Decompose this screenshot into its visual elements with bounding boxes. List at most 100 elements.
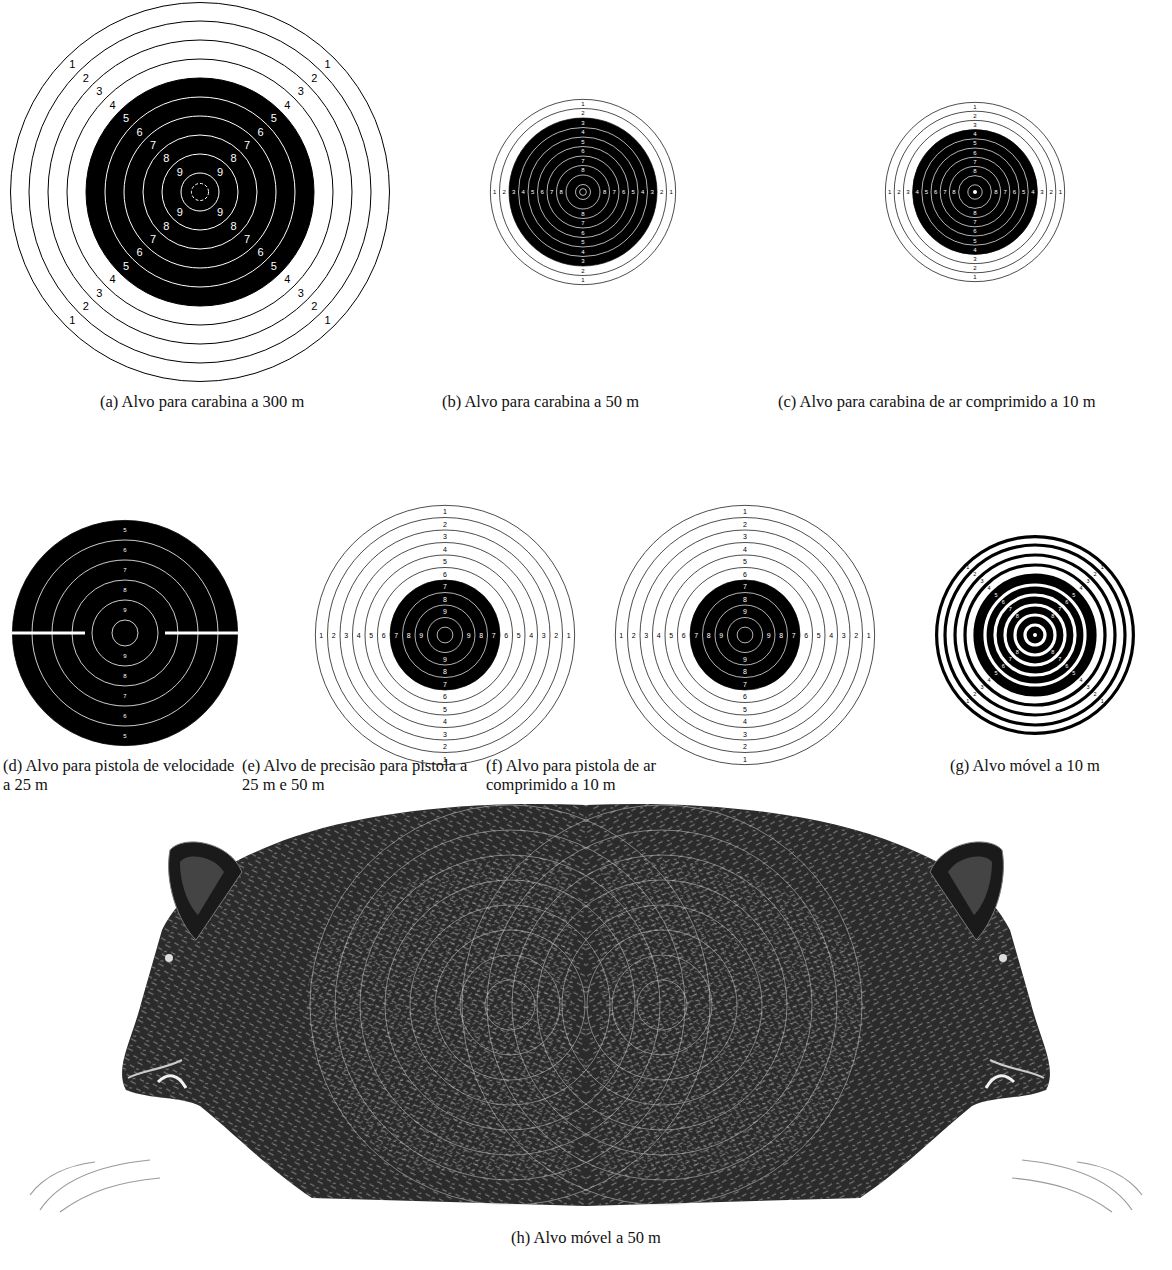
ring-number: 2 [83,72,89,83]
ring-number: 4 [110,274,116,285]
ring-number: 9 [177,166,183,177]
scoring-ring [653,543,838,728]
ring-number: 4 [973,247,976,253]
white-bar [165,632,238,635]
ring-number: 7 [123,693,126,699]
target: 12345678123456781234567812345678(b) Alvo… [490,99,676,285]
ring-number: 2 [332,632,336,639]
ring-number: 5 [973,140,976,146]
scoring-ring [959,176,992,209]
scoring-ring [538,147,629,238]
ring-number: 6 [743,693,747,700]
target: 123456789123456789123456789123456789(e) … [315,505,575,765]
ring-number: 7 [581,158,584,164]
ring-number: 6 [581,230,584,236]
scoring-rings [310,805,862,1205]
ring-number: 7 [550,189,553,195]
outer-ring [12,520,237,745]
ring-number: 2 [1050,189,1053,195]
scoring-ring [428,618,463,653]
ring-number: 9 [123,607,126,613]
ring-number: 3 [96,287,102,298]
target-rings [315,505,575,765]
scoring-ring [48,40,352,344]
scoring-ring [715,605,775,665]
scoring-ring [328,518,563,753]
scoring-ring [365,555,525,715]
target-rings [12,520,238,746]
ring-number: 2 [897,189,900,195]
ring-number: 3 [344,632,348,639]
scoring-ring [940,157,1010,227]
scoring-ring [410,905,610,1105]
ring-number: 9 [217,207,223,218]
black-aiming-area [12,520,237,745]
ring-number: 7 [613,189,616,195]
scoring-ring [913,130,1038,255]
scoring-ring [985,585,1085,685]
ring-number: 2 [311,301,317,312]
ring-number: 1 [973,274,976,280]
ring-number: 2 [743,520,747,527]
scoring-ring [566,175,600,209]
ring-number: 2 [743,743,747,750]
scoring-ring [665,555,825,715]
ring-number: 3 [651,189,654,195]
target: 123456789123456789123456789123456789(a) … [10,2,390,382]
ring-number: 8 [952,189,955,195]
ring-number: 8 [743,595,747,602]
ring-number: 3 [1087,579,1090,585]
ring-number: 2 [581,110,584,116]
caption: (c) Alvo para carabina de ar comprimido … [778,392,1168,411]
ring-number: 4 [743,718,747,725]
ring-number: 3 [443,730,447,737]
ring-number: 5 [669,632,673,639]
ring-number: 4 [743,545,747,552]
ring-number: 7 [443,583,447,590]
ring-number: 4 [988,678,991,684]
scoring-ring [903,120,1046,263]
ring-number: 3 [743,730,747,737]
ring-number: 5 [925,189,928,195]
ring-number: 3 [980,579,983,585]
scoring-ring [931,148,1019,236]
scoring-ring [181,173,219,211]
black-aiming-area [975,575,1095,695]
ring-number: 7 [492,632,496,639]
ring-number: 8 [231,220,237,231]
ring-number: 6 [1065,600,1068,606]
ring-number: 6 [682,632,686,639]
scoring-ring [500,109,667,276]
ring-number: 1 [581,101,584,107]
ring-number: 5 [973,238,976,244]
scoring-ring [922,139,1028,245]
ring-number: 1 [325,314,331,325]
scoring-ring [105,97,295,287]
ring-number: 1 [743,508,747,515]
ring-number: 4 [522,189,525,195]
ring-number: 3 [581,258,584,264]
black-aiming-area [913,130,1038,255]
ring-number: 4 [357,632,361,639]
ring-number: 5 [581,139,584,145]
boar-half-mirrored [122,804,586,1206]
ring-number: 9 [719,632,723,639]
ring-number: 1 [966,565,969,571]
scoring-ring [949,166,1000,217]
ring-number: 7 [150,139,156,150]
inner-ten [580,189,587,196]
scoring-ring [678,568,813,703]
ring-number: 6 [1013,189,1016,195]
ring-number: 8 [123,587,126,593]
ring-number: 6 [443,570,447,577]
ring-number: 1 [743,755,747,762]
ring-number: 1 [69,314,75,325]
ring-number: 3 [542,632,546,639]
ring-number: 4 [657,632,661,639]
ring-number: 6 [123,713,126,719]
ring-number: 5 [517,632,521,639]
scoring-ring [485,980,535,1030]
ring-number: 3 [443,533,447,540]
scoring-ring [67,59,333,325]
ring-number: 7 [1009,608,1012,614]
